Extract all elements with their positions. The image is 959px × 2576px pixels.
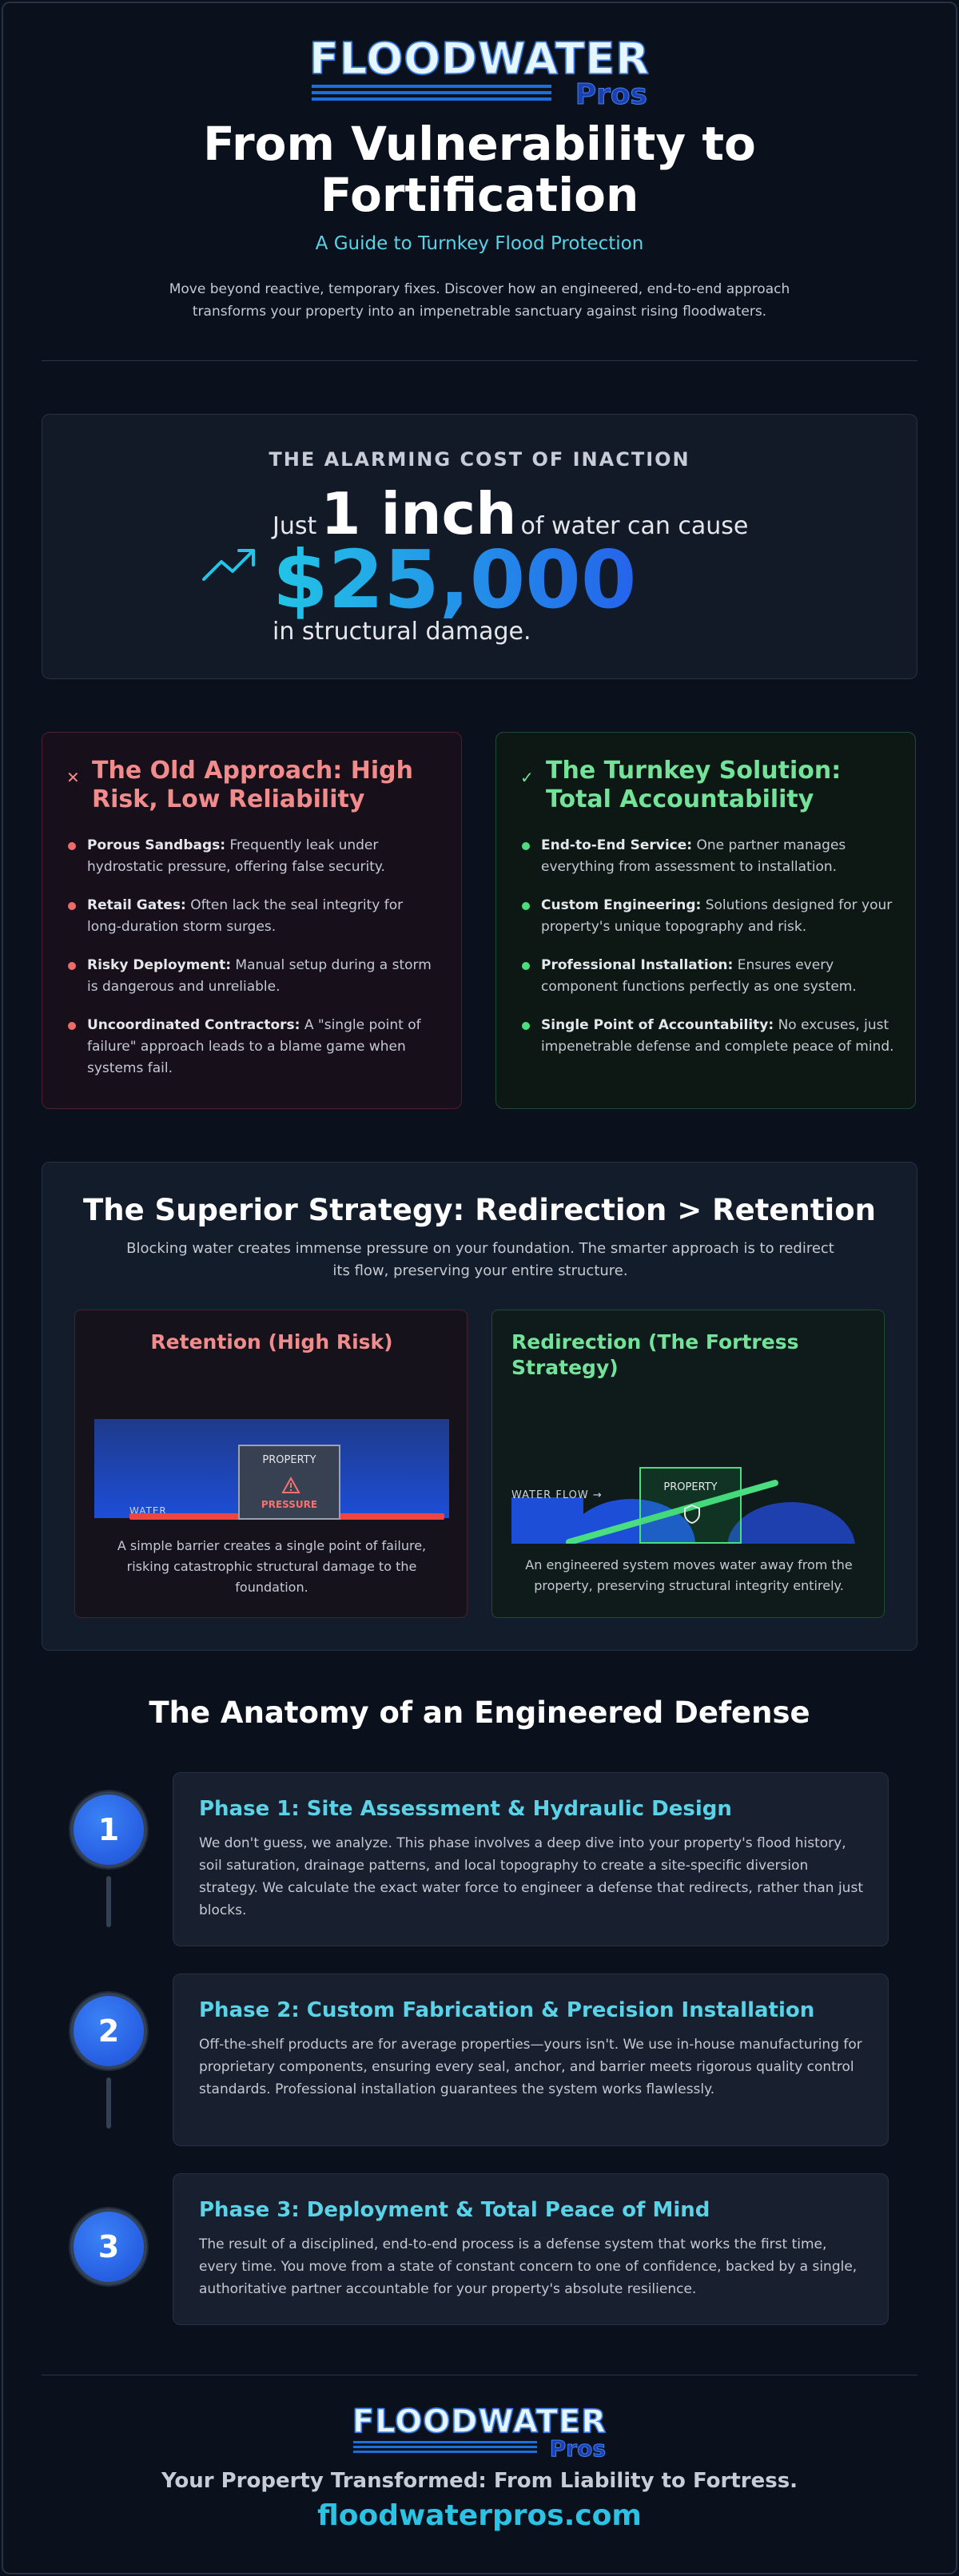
cost-inch: 1 inch <box>320 480 517 547</box>
hero-title: From Vulnerability to Fortification <box>203 117 756 222</box>
old-approach-list: Porous Sandbags: Frequently leak under h… <box>68 835 440 1096</box>
cost-line3: in structural damage. <box>273 618 531 646</box>
phase-number-1: 1 <box>70 1791 147 1868</box>
water-flow-label: WATER FLOW → <box>511 1489 603 1501</box>
water-flow-graphic <box>511 1480 855 1544</box>
list-item: Uncoordinated Contractors: A "single poi… <box>68 1015 440 1079</box>
cost-card: THE ALARMING COST OF INACTION Just 1 inc… <box>42 414 917 679</box>
cost-headline: Just 1 inch of water can cause <box>273 480 749 547</box>
phase-connector <box>106 1876 111 1927</box>
shield-icon <box>684 1504 700 1525</box>
trending-up-icon <box>202 549 255 581</box>
footer-logo: FLOODWATER Pros <box>0 2403 959 2463</box>
property-box: PROPERTY PRESSURE <box>238 1445 340 1520</box>
x-icon: ✕ <box>66 768 80 787</box>
logo-pros: Pros <box>549 2435 606 2463</box>
redirection-illustration: WATER FLOW → PROPERTY <box>511 1467 866 1544</box>
old-approach-title: The Old Approach: High Risk, Low Reliabi… <box>92 757 413 813</box>
logo-pros: Pros <box>575 78 647 112</box>
list-item: Custom Engineering: Solutions designed f… <box>522 895 894 938</box>
turnkey-title: The Turnkey Solution: Total Accountabili… <box>546 757 842 813</box>
list-item: Risky Deployment: Manual setup during a … <box>68 955 440 998</box>
phase-title: Phase 3: Deployment & Total Peace of Min… <box>199 2198 710 2222</box>
phase-description: The result of a disciplined, end-to-end … <box>199 2236 858 2297</box>
list-item: Single Point of Accountability: No excus… <box>522 1015 894 1058</box>
redirection-title: Redirection (The Fortress Strategy) <box>511 1330 799 1379</box>
phase-number-3: 3 <box>70 2208 147 2285</box>
strategy-description: Blocking water creates immense pressure … <box>126 1240 834 1279</box>
warning-icon <box>281 1477 300 1493</box>
hero-description: Move beyond reactive, temporary fixes. D… <box>169 281 790 320</box>
phase-number-2: 2 <box>70 1993 147 2069</box>
cost-label: THE ALARMING COST OF INACTION <box>269 448 690 471</box>
footer-tagline: Your Property Transformed: From Liabilit… <box>161 2469 798 2493</box>
list-item: Retail Gates: Often lack the seal integr… <box>68 895 440 938</box>
turnkey-list: End-to-End Service: One partner manages … <box>522 835 894 1075</box>
phase-card-3: Phase 3: Deployment & Total Peace of Min… <box>173 2173 889 2325</box>
list-item: Professional Installation: Ensures every… <box>522 955 894 998</box>
divider <box>42 360 917 361</box>
redirection-card: Redirection (The Fortress Strategy) WATE… <box>491 1310 885 1618</box>
phase-title: Phase 1: Site Assessment & Hydraulic Des… <box>199 1797 732 1821</box>
retention-illustration: WATER PROPERTY PRESSURE <box>94 1419 449 1523</box>
property-box: PROPERTY <box>639 1467 742 1544</box>
retention-title: Retention (High Risk) <box>150 1330 393 1354</box>
list-item: Porous Sandbags: Frequently leak under h… <box>68 835 440 878</box>
phase-card-2: Phase 2: Custom Fabrication & Precision … <box>173 1974 889 2146</box>
phase-card-1: Phase 1: Site Assessment & Hydraulic Des… <box>173 1772 889 1946</box>
phase-description: Off-the-shelf products are for average p… <box>199 2037 862 2097</box>
retention-card: Retention (High Risk) WATER PROPERTY PRE… <box>74 1310 468 1618</box>
phase-title: Phase 2: Custom Fabrication & Precision … <box>199 1998 815 2022</box>
cost-amount: $25,000 <box>273 533 637 626</box>
retention-description: A simple barrier creates a single point … <box>117 1538 427 1595</box>
redirection-description: An engineered system moves water away fr… <box>525 1557 853 1593</box>
phase-connector <box>106 2077 111 2129</box>
turnkey-card: ✓ The Turnkey Solution: Total Accountabi… <box>495 732 916 1109</box>
old-approach-card: ✕ The Old Approach: High Risk, Low Relia… <box>42 732 462 1109</box>
strategy-card: The Superior Strategy: Redirection > Ret… <box>42 1162 917 1651</box>
pressure-label: PRESSURE <box>261 1499 318 1510</box>
footer-url-link[interactable]: floodwaterpros.com <box>317 2499 642 2532</box>
list-item: End-to-End Service: One partner manages … <box>522 835 894 878</box>
logo-wordmark: FLOODWATER <box>352 2403 607 2440</box>
phase-description: We don't guess, we analyze. This phase i… <box>199 1835 863 1918</box>
anatomy-title: The Anatomy of an Engineered Defense <box>149 1695 810 1730</box>
logo-wordmark: FLOODWATER <box>308 34 651 84</box>
hero-subtitle: A Guide to Turnkey Flood Protection <box>315 233 644 254</box>
strategy-title: The Superior Strategy: Redirection > Ret… <box>83 1193 876 1227</box>
check-icon: ✓ <box>520 768 534 787</box>
brand-logo: FLOODWATER Pros <box>0 34 959 112</box>
